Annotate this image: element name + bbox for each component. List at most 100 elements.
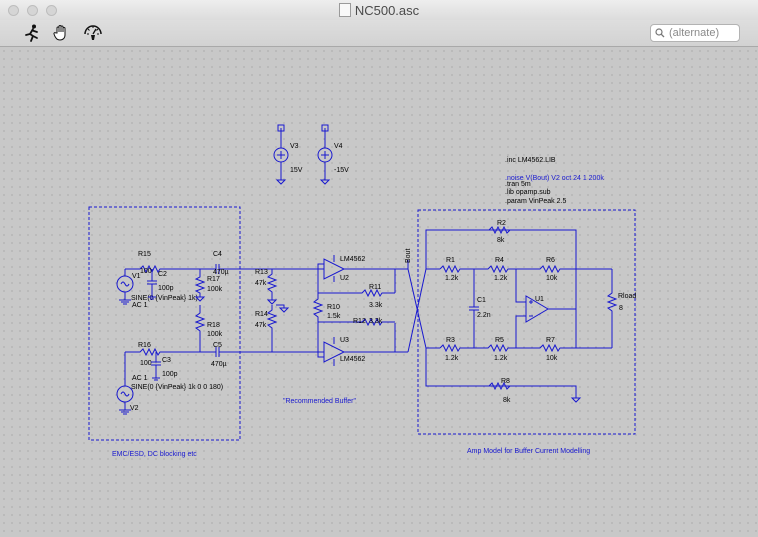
svg-text:R5: R5 (495, 337, 504, 344)
svg-text:3.3k: 3.3k (369, 302, 383, 309)
svg-text:1.2k: 1.2k (445, 275, 459, 282)
resistor-r4[interactable]: R4 1.2k (474, 257, 516, 282)
resistor-r13[interactable]: R13 47k (255, 269, 278, 305)
resistor-r2[interactable]: R2 8k (488, 220, 511, 244)
svg-text:C1: C1 (477, 297, 486, 304)
document-icon (338, 3, 351, 17)
svg-text:100p: 100p (162, 371, 178, 378)
resistor-r16[interactable]: R16 100 (125, 342, 200, 367)
svg-text:R18: R18 (207, 322, 220, 329)
resistor-r15[interactable]: R15 100 (138, 251, 200, 275)
search-field[interactable] (650, 24, 740, 42)
spice-directives[interactable]: .inc LM4562.LIB .noise V(Bout) V2 oct 24… (505, 157, 604, 205)
svg-text:R12: R12 (353, 318, 366, 325)
resistor-r8[interactable]: R8 8k (488, 378, 511, 404)
search-input[interactable] (669, 26, 737, 40)
directive-inc: .inc LM4562.LIB (505, 157, 556, 164)
svg-text:Rload: Rload (618, 293, 636, 300)
v4-name: V4 (334, 143, 343, 150)
svg-text:R4: R4 (495, 257, 504, 264)
svg-text:U1: U1 (535, 296, 544, 303)
minimize-window-button[interactable] (27, 5, 38, 16)
capacitor-c4[interactable]: C4 470µ (200, 251, 272, 276)
resistor-r11[interactable]: R11 3.3k (318, 284, 395, 309)
capacitor-c5[interactable]: C5 470µ (200, 342, 272, 368)
svg-text:R13: R13 (255, 269, 268, 276)
directive-tran: .tran 5m (505, 181, 531, 188)
close-window-button[interactable] (8, 5, 19, 16)
window-title: NC500.asc (354, 3, 420, 18)
halt-button[interactable] (51, 23, 71, 43)
resistor-rload[interactable]: Rload 8 (606, 269, 636, 348)
resistor-r6[interactable]: R6 10k (516, 257, 612, 282)
source-v2[interactable]: AC 1 SINE(0 {VinPeak} 1k 0 0 180) V2 (116, 352, 223, 415)
svg-text:100: 100 (140, 268, 152, 275)
directive-lib: .lib opamp.sub (505, 189, 551, 196)
supply-v3[interactable]: V3 15V (273, 124, 303, 185)
svg-text:R7: R7 (546, 337, 555, 344)
svg-text:1.2k: 1.2k (445, 355, 459, 362)
search-icon (655, 28, 665, 38)
opamp-u3[interactable]: U3 LM4562 (317, 322, 396, 366)
comment-emc: EMC/ESD, DC blocking etc (112, 451, 197, 458)
resistor-r17[interactable]: R17 100k (194, 269, 223, 302)
svg-text:100k: 100k (207, 286, 223, 293)
svg-text:1.2k: 1.2k (494, 355, 508, 362)
schematic-canvas[interactable]: V3 15V V4 -15V .inc LM4562.LIB .noise V(… (0, 47, 758, 537)
resistor-r3[interactable]: R3 1.2k (439, 337, 474, 362)
source-v1[interactable]: V1 AC 1 SINE(0 {VinPeak} 1k) (116, 269, 198, 309)
svg-text:R17: R17 (207, 276, 220, 283)
net-bout[interactable]: Bout (395, 249, 427, 353)
svg-text:10k: 10k (546, 355, 558, 362)
v1-name: V1 (132, 273, 141, 280)
svg-text:3.3k: 3.3k (369, 318, 383, 325)
resistor-r7[interactable]: R7 10k (516, 337, 612, 362)
capacitor-c3[interactable]: C3 100p (151, 352, 178, 381)
toolbar (0, 20, 758, 47)
emc-section-box (88, 206, 241, 441)
opamp-u2[interactable]: LM4562 U2 (317, 255, 396, 293)
capacitor-c2[interactable]: C2 100p (147, 269, 174, 300)
hand-icon (53, 25, 66, 41)
resistor-r14[interactable]: R14 47k (255, 304, 290, 352)
svg-text:R14: R14 (255, 311, 268, 318)
svg-text:47k: 47k (255, 322, 267, 329)
svg-text:U3: U3 (340, 337, 349, 344)
resistor-r5[interactable]: R5 1.2k (474, 337, 516, 362)
svg-text:Bout: Bout (405, 249, 412, 263)
run-button[interactable] (22, 23, 42, 43)
amp-model-box (417, 209, 636, 435)
v3-name: V3 (290, 143, 299, 150)
svg-text:C2: C2 (158, 271, 167, 278)
v3-value: 15V (290, 167, 303, 174)
v2-ac: AC 1 (132, 375, 148, 382)
svg-text:R15: R15 (138, 251, 151, 258)
v1-ac: AC 1 (132, 302, 148, 309)
resistor-r12[interactable]: R12 3.3k (318, 317, 395, 327)
supply-v4[interactable]: V4 -15V (317, 124, 349, 185)
directive-noise: .noise V(Bout) V2 oct 24 1 200k (505, 175, 604, 182)
resistor-r10[interactable]: R10 1.5k (312, 293, 341, 322)
probe-button[interactable] (83, 23, 103, 43)
zoom-window-button[interactable] (46, 5, 57, 16)
svg-text:R1: R1 (446, 257, 455, 264)
svg-text:C5: C5 (213, 342, 222, 349)
opamp-u1[interactable]: U1 (515, 269, 577, 348)
svg-text:R3: R3 (446, 337, 455, 344)
resistor-r18[interactable]: R18 100k (194, 305, 223, 352)
svg-text:8k: 8k (503, 397, 511, 404)
capacitor-c1[interactable]: C1 2.2n (469, 269, 491, 348)
v2-spec: SINE(0 {VinPeak} 1k 0 0 180) (131, 384, 223, 391)
v4-value: -15V (334, 167, 349, 174)
svg-text:C3: C3 (162, 357, 171, 364)
title-bar: NC500.asc (0, 0, 758, 20)
svg-text:100: 100 (140, 360, 152, 367)
window-title-area: NC500.asc (0, 3, 758, 18)
svg-text:R16: R16 (138, 342, 151, 349)
resistor-r1[interactable]: R1 1.2k (439, 257, 474, 282)
svg-text:10k: 10k (546, 275, 558, 282)
svg-text:470µ: 470µ (211, 361, 227, 368)
comment-amp: Amp Model for Buffer Current Modelling (467, 448, 590, 455)
